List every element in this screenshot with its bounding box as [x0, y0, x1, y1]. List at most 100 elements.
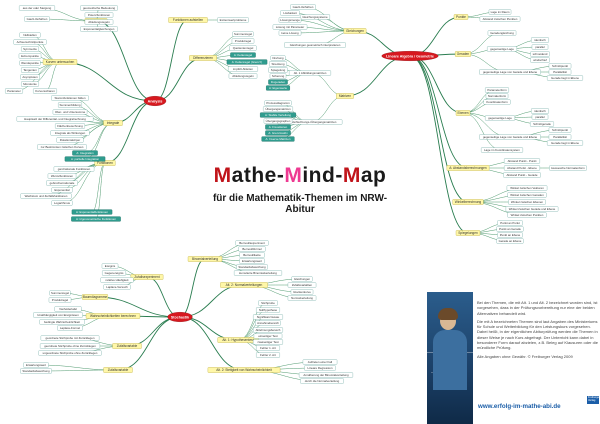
node-gr-7: gegenseitige Lage von Gerade und Ebene — [479, 69, 541, 75]
node-zv-2: geordnete Stichprobe ohne Zurücklegen — [39, 343, 101, 349]
node-label: Funktionen aufstellen — [173, 18, 204, 22]
node-label: identisch — [534, 38, 546, 42]
node-pu-1: Lage im Raum — [488, 9, 512, 15]
node-box — [480, 147, 524, 153]
node-gr-9: Parallelität — [548, 69, 572, 75]
node-label: Stammfunktionen bilden — [54, 96, 85, 100]
node-label: Exponentialgleichungen — [84, 27, 115, 31]
publisher-logo: Freiburger Verlag — [587, 396, 600, 404]
node-ab-a3: Hessesche Normalenform — [549, 165, 587, 171]
node-box — [548, 134, 572, 140]
node-label: Winkel zwischen Geraden — [510, 193, 544, 197]
node-fu-2: Wurzelfunktionen — [47, 173, 77, 179]
node-sv-3: Annäherung der Binomialverteilung — [298, 372, 354, 378]
node-label: A: Abstandsberechnungen — [449, 166, 487, 170]
node-box — [42, 59, 78, 65]
node-box — [52, 109, 88, 115]
node-dg-1: Summenregel — [232, 31, 254, 37]
node-box — [290, 289, 314, 295]
node-label: A: Integration — [76, 151, 94, 155]
node-label: Abstand Punkt - Gerade — [506, 173, 537, 177]
node-box — [23, 362, 49, 368]
node-ku-6: Tangenten — [21, 67, 39, 73]
node-be-2: Standardabweichung — [20, 368, 52, 374]
node-box — [235, 240, 269, 246]
node-dg-2: Produktregel — [231, 38, 255, 44]
node-label: Lineare Algebra / Geometrie — [386, 54, 434, 58]
node-box — [16, 116, 94, 122]
info-paragraph: Bei den Themen, die mit Alt. 1 und Alt. … — [477, 300, 598, 316]
node-am-3: Spiegelung — [268, 67, 288, 73]
connector-line — [344, 55, 411, 97]
node-label: Binomialverteilung — [192, 257, 218, 261]
node-box — [488, 9, 512, 15]
poster-subtitle: für die Mathematik-Themen im NRW-Abitur — [212, 193, 388, 215]
node-box — [220, 282, 268, 288]
node-sv-1: Auftreten einer Fall — [302, 359, 338, 365]
node-fu-4: Exponential — [51, 187, 73, 193]
node-ku-9: Parameter — [5, 88, 23, 94]
node-box — [485, 115, 515, 121]
connector-line — [154, 19, 189, 102]
node-box — [56, 137, 84, 143]
node-box — [57, 325, 83, 331]
node-label: Logarithmus — [54, 201, 70, 205]
node-gr-4: parallel — [531, 44, 549, 50]
node-label: Summenbildung — [60, 103, 81, 107]
node-label: Winkel zwischen Ebenen — [511, 200, 544, 204]
node-box — [226, 59, 268, 65]
connector-line — [179, 258, 206, 318]
node-label: Gauß-Verfahren — [293, 5, 314, 9]
node-st-normal: Alt. 2: Normalverteilungen — [220, 282, 268, 288]
node-box — [278, 30, 302, 36]
node-label: Lösung mit Parameter — [276, 25, 304, 29]
node-box — [255, 320, 281, 326]
connector-line — [409, 55, 469, 203]
node-ba-1: Summenregel — [49, 290, 71, 296]
node-box — [272, 24, 308, 30]
node-label: Standardabweichung — [22, 369, 50, 373]
node-pu-2: Abstand zwischen Punkten — [479, 16, 521, 22]
node-gg-5: Lösung mit Parameter — [272, 24, 308, 30]
connector-line — [44, 61, 61, 92]
node-am-2: Streckung — [269, 61, 287, 67]
node-label: Erwartungswert — [242, 259, 262, 263]
node-label: Summenregel — [51, 291, 69, 295]
node-box — [51, 95, 89, 101]
node-box — [503, 158, 541, 164]
node-label: ganzrationale Funktionen — [58, 167, 91, 171]
node-box — [487, 46, 517, 52]
node-nv-2: Zufallsvariablen — [287, 282, 317, 288]
node-ab-6: Exponentialgleichungen — [80, 26, 118, 32]
node-label: Parameter — [7, 89, 21, 93]
node-fu-3: gebrochenrationale — [46, 180, 78, 186]
node-label: Funktionen — [97, 161, 113, 165]
node-fu-7: A: Exponentialfunktionen — [71, 209, 113, 215]
connector-line — [146, 276, 181, 318]
node-an-diffgl: Differenzieren — [189, 55, 217, 61]
node-box — [51, 200, 73, 206]
node-label: Punkte — [456, 15, 466, 19]
node-box — [46, 180, 78, 186]
node-wk-4: Laplace-Formel — [57, 325, 83, 331]
website-link[interactable]: www.erfolg-im-mathe-abi.de — [478, 403, 561, 410]
node-label: Winkelberechnung — [455, 200, 482, 204]
node-box — [130, 274, 164, 280]
node-label: Erwartungswert — [26, 363, 46, 367]
node-gr-2: gegenseitige Lage — [487, 46, 517, 52]
node-label: Übergangsgraphen — [266, 119, 291, 123]
node-box — [487, 30, 517, 36]
node-bi-5: Standardabweichung — [236, 264, 268, 270]
node-label: Gleichungssysteme — [302, 15, 328, 19]
node-an-funktionen-auf: Funktionen aufstellen — [168, 17, 208, 23]
node-hy-2: Nullhypothese — [256, 307, 280, 313]
info-text: Bei den Themen, die mit Alt. 1 und Alt. … — [477, 300, 598, 362]
node-bi-4: Erwartungswert — [239, 258, 265, 264]
node-label: Symmetrie — [23, 47, 37, 51]
node-label: implizit Ableiten — [233, 67, 253, 71]
node-wi-3: Winkel zwischen Ebenen — [508, 199, 546, 205]
node-label: Ablehnungsbereich — [256, 328, 281, 332]
node-label: Wachstum und Zerfallsfunktionen — [25, 194, 68, 198]
node-box — [20, 368, 52, 374]
